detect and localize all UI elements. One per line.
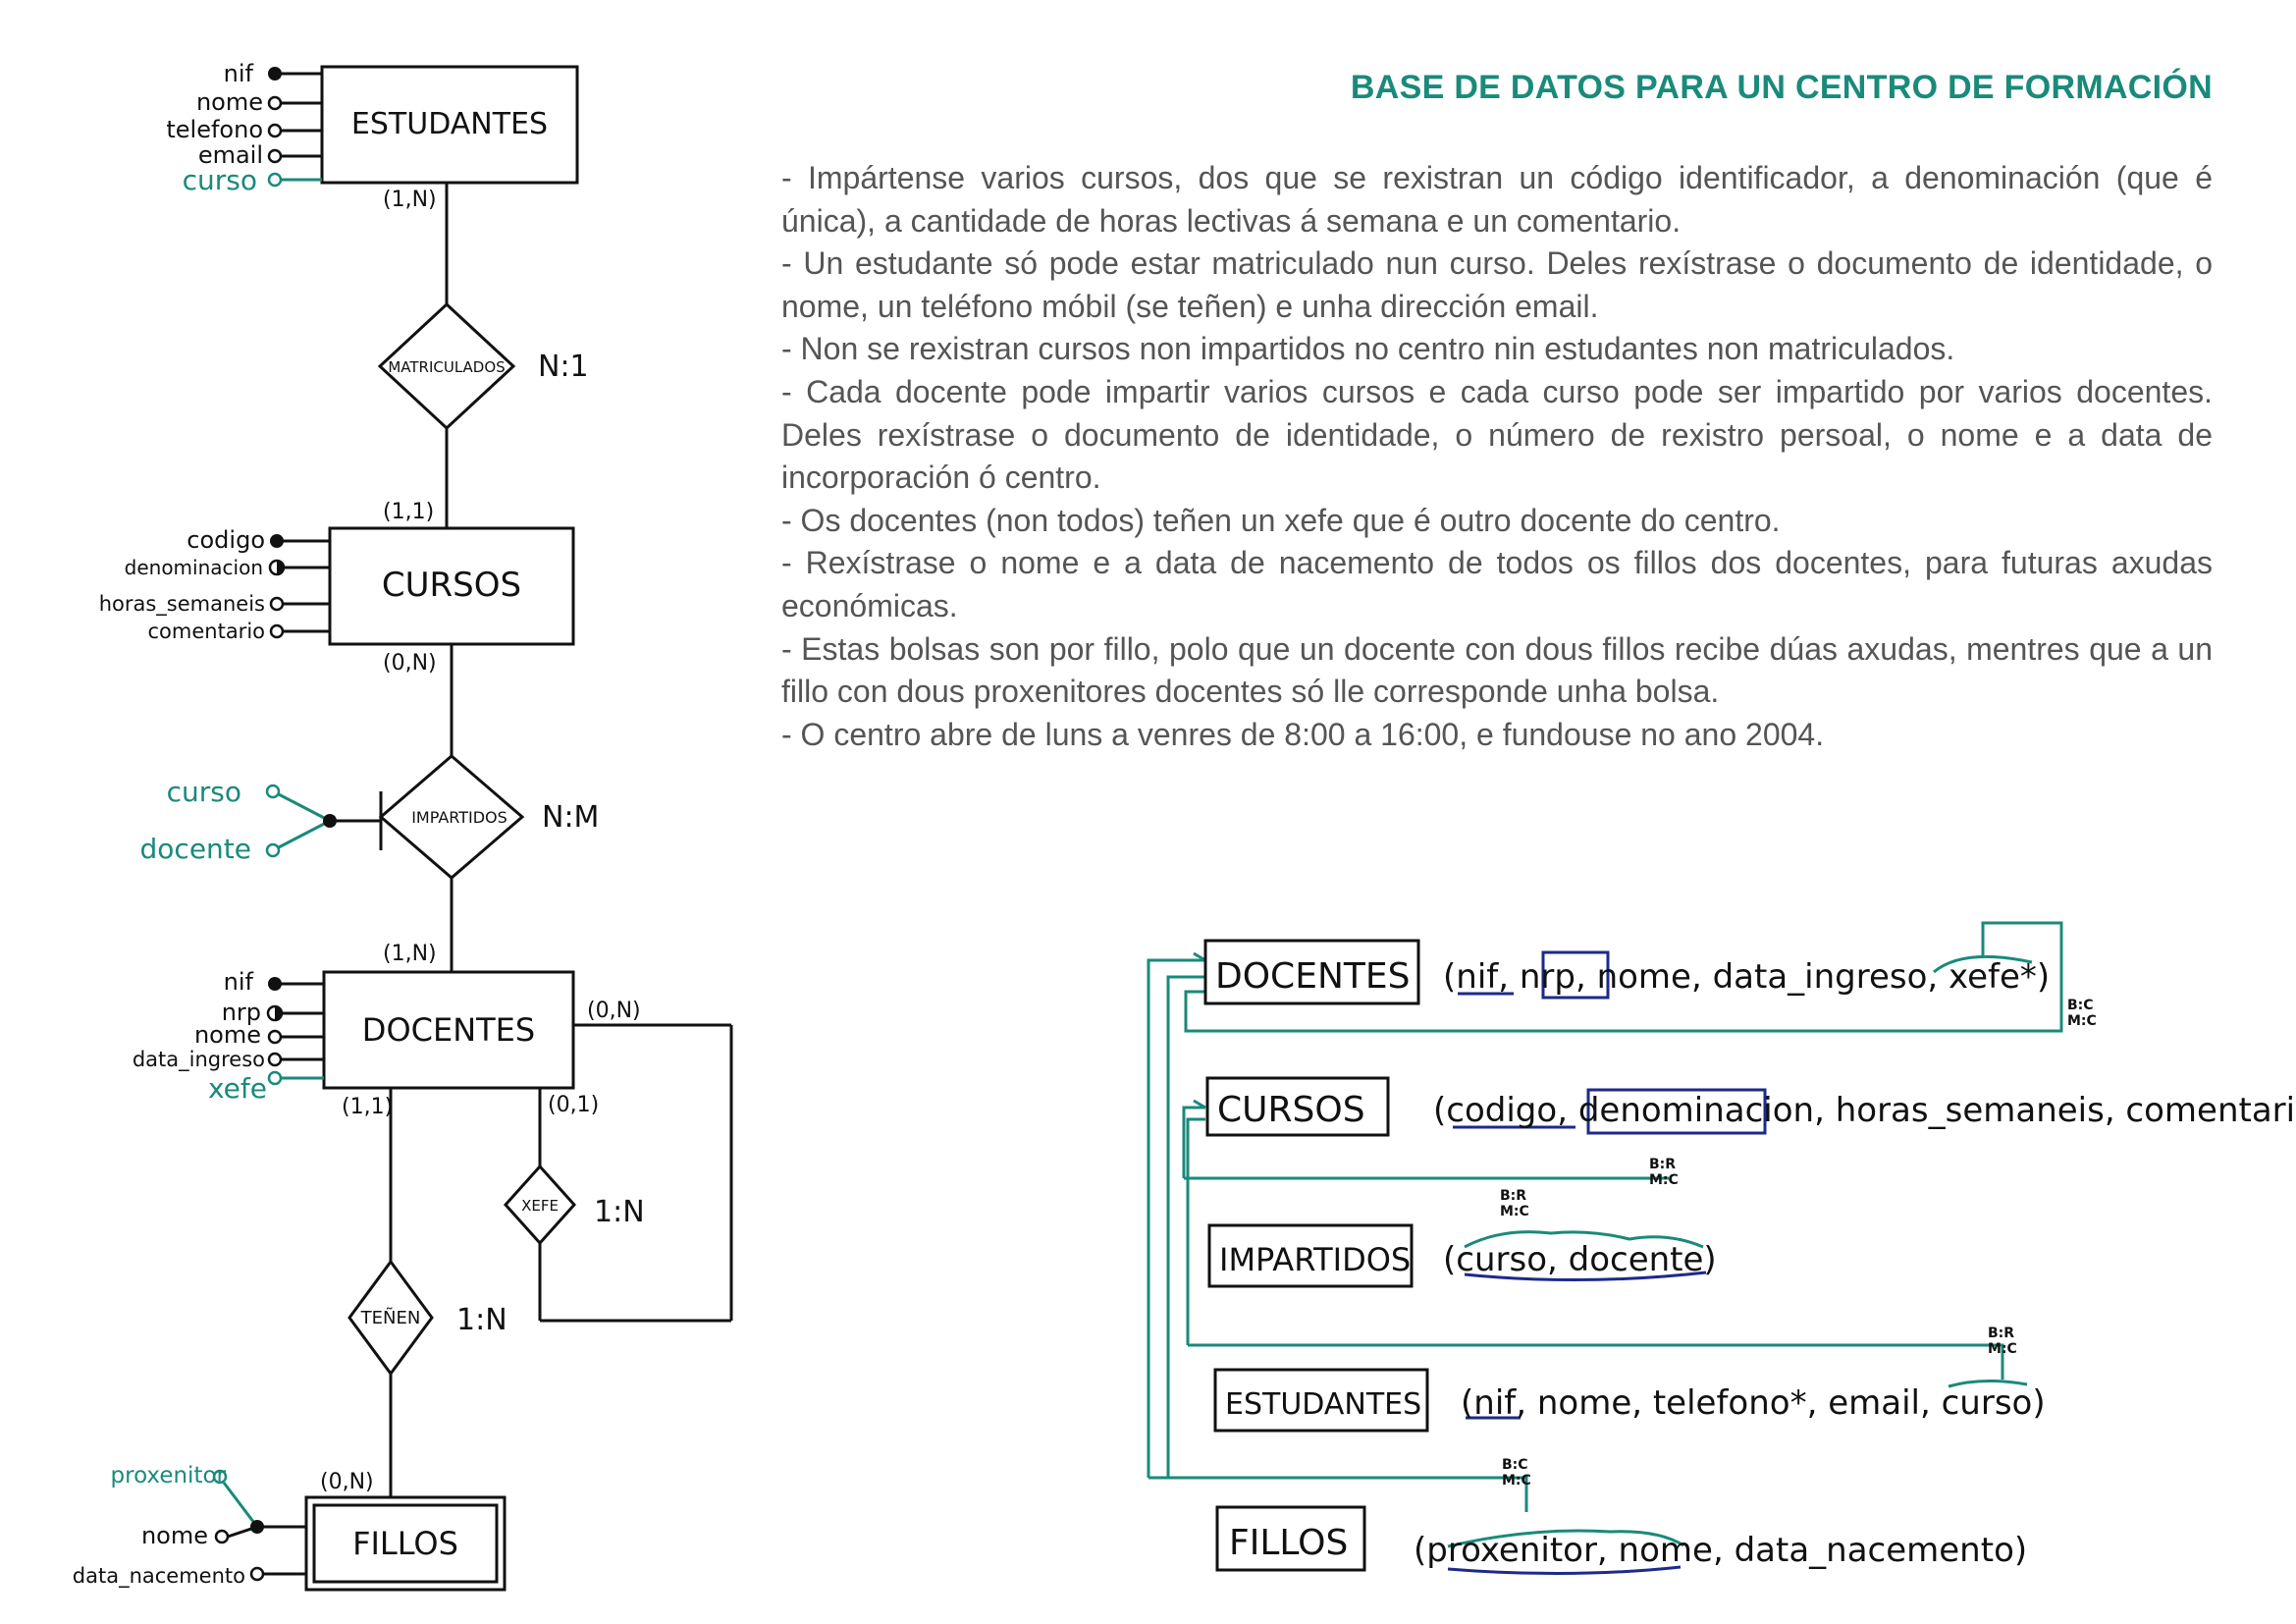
table-cursos-box [1205, 1076, 1390, 1137]
attr-cursos-codigo: codigo [187, 526, 265, 554]
entity-cursos-label: CURSOS [382, 566, 521, 605]
entity-docentes-box [322, 970, 575, 1090]
card-docentes-tenen: (1,1) [342, 1095, 393, 1119]
table-fillos-name: FILLOS [1229, 1523, 1348, 1563]
requirement-item: - Non se rexistran cursos non impartidos… [781, 331, 1955, 367]
docentes-fields: (nif, nrp, nome, data_ingreso, xefe*) [1443, 957, 2050, 997]
table-cursos-name: CURSOS [1217, 1090, 1365, 1130]
attribute-markers [212, 67, 337, 1582]
rule-docentes-b: B:C [2067, 998, 2094, 1013]
requirement-item: - Estas bolsas son por fillo, polo que u… [781, 630, 2213, 710]
requirement-item: - Un estudante só pode estar matriculado… [781, 245, 2213, 324]
attr-docentes-nome: nome [194, 1021, 261, 1049]
ratio-tenen: 1:N [456, 1303, 507, 1337]
er-diagram: ESTUDANTES CURSOS DOCENTES FILLOS MATRIC… [73, 60, 733, 1592]
table-estudantes-name: ESTUDANTES [1225, 1387, 1421, 1422]
requirements-list: - Impártense varios cursos, dos que se r… [781, 157, 2213, 756]
table-impartidos-box [1207, 1223, 1414, 1288]
attr-docentes-data-ingreso: data_ingreso [133, 1048, 265, 1072]
attr-estudantes-nif: nif [224, 60, 254, 87]
ratio-matriculados: N:1 [538, 350, 589, 384]
relation-tenen-label: TEÑEN [360, 1307, 421, 1328]
attr-estudantes-telefono: telefono [166, 116, 263, 143]
rule-fillos-b: B:C [1502, 1457, 1528, 1473]
requirement-item: - Rexístrase o nome e a data de nacement… [781, 545, 2213, 623]
relation-xefe-diamond [503, 1164, 577, 1246]
table-fillos-box [1215, 1505, 1366, 1572]
fillos-fields: (proxenitor, nome, data_nacemento) [1414, 1531, 2027, 1570]
attr-estudantes-curso: curso [183, 164, 257, 196]
requirement-item: - Cada docente pode impartir varios curs… [781, 373, 2213, 496]
relation-matriculados-label: MATRICULADOS [388, 358, 505, 376]
entity-estudantes-box [320, 65, 579, 185]
ratio-xefe: 1:N [594, 1195, 645, 1229]
table-impartidos-name: IMPARTIDOS [1219, 1241, 1411, 1278]
rule-docentes-m: M:C [2067, 1013, 2097, 1029]
card-estudantes-matriculados: (1,N) [383, 188, 437, 212]
card-docentes-xefe-sub: (0,1) [548, 1093, 599, 1117]
entity-fillos-box [304, 1495, 507, 1592]
card-cursos-impartidos: (0,N) [383, 651, 437, 676]
estudantes-fields: (nif, nome, telefono*, email, curso) [1461, 1383, 2046, 1423]
rule-estudantes-m: M:C [1988, 1341, 2017, 1357]
card-docentes-impartidos: (1,N) [383, 942, 437, 966]
attr-estudantes-email: email [198, 141, 263, 169]
attr-fillos-proxenitor: proxenitor [111, 1463, 227, 1489]
rule-fillos-m: M:C [1502, 1473, 1531, 1489]
attr-impartidos-docente: docente [140, 833, 251, 865]
attr-docentes-nrp: nrp [222, 999, 261, 1026]
requirement-item: - Impártense varios cursos, dos que se r… [781, 160, 2213, 239]
card-fillos-tenen: (0,N) [320, 1470, 374, 1494]
rule-impartidos-top-b: B:R [1649, 1157, 1676, 1172]
rule-impartidos-left-b: B:R [1500, 1188, 1526, 1204]
entity-docentes-label: DOCENTES [362, 1011, 535, 1049]
rule-impartidos-left-m: M:C [1500, 1204, 1529, 1219]
attr-impartidos-curso: curso [167, 776, 241, 808]
card-cursos-matriculados: (1,1) [383, 500, 434, 524]
attr-fillos-data-nacemento: data_nacemento [73, 1564, 245, 1589]
table-estudantes-box [1213, 1368, 1429, 1433]
rule-estudantes-b: B:R [1988, 1326, 2014, 1341]
table-docentes-name: DOCENTES [1215, 956, 1410, 997]
attr-cursos-comentario: comentario [148, 620, 266, 643]
requirement-item: - Os docentes (non todos) teñen un xefe … [781, 502, 1781, 538]
table-docentes-box [1203, 939, 1420, 1005]
requirement-item: - O centro abre de luns a venres de 8:00… [781, 716, 1825, 752]
attr-cursos-horas: horas_semaneis [99, 592, 265, 617]
card-docentes-xefe-boss: (0,N) [587, 999, 641, 1023]
attr-docentes-nif: nif [224, 968, 254, 996]
attr-docentes-xefe: xefe [208, 1072, 267, 1105]
fk-connectors [1147, 921, 2063, 1548]
cursos-fields: (codigo, denominacion, horas_semaneis, c… [1433, 1091, 2296, 1130]
key-markers [1447, 950, 1767, 1576]
impartidos-fields: (curso, docente) [1443, 1240, 1717, 1279]
ratio-impartidos: N:M [542, 800, 599, 835]
attr-fillos-nome: nome [141, 1522, 208, 1549]
page-title: BASE DE DATOS PARA UN CENTRO DE FORMACIÓ… [1350, 69, 2213, 106]
relation-xefe-label: XEFE [521, 1197, 559, 1215]
relation-impartidos-label: IMPARTIDOS [411, 808, 507, 827]
attr-cursos-denominacion: denominacion [125, 556, 263, 579]
entity-estudantes-label: ESTUDANTES [351, 107, 548, 141]
attr-estudantes-nome: nome [196, 88, 263, 116]
rule-impartidos-top-m: M:C [1649, 1172, 1679, 1188]
entity-fillos-label: FILLOS [352, 1525, 458, 1562]
